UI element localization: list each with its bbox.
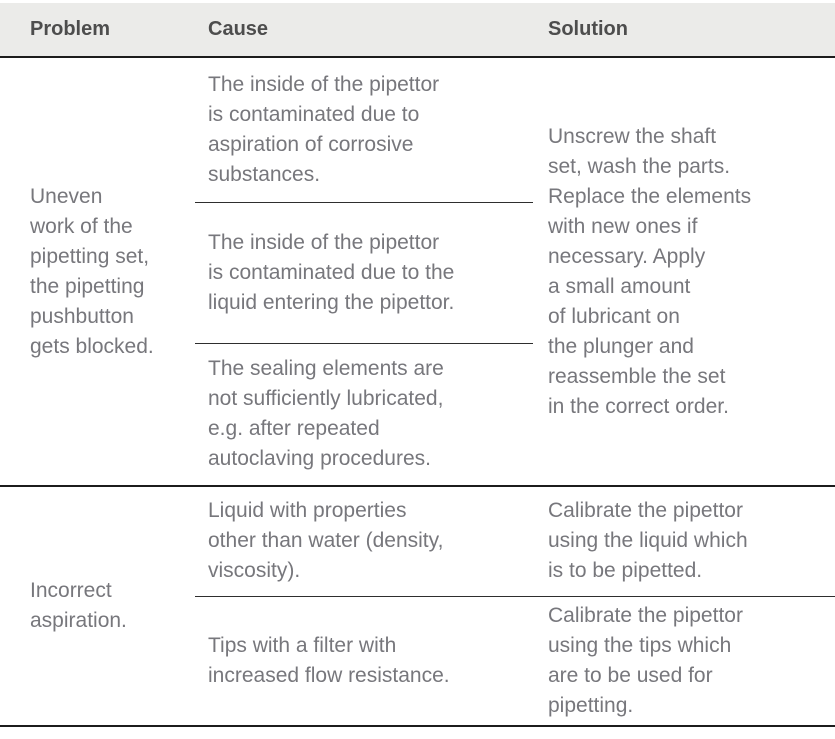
column-header-cause: Cause xyxy=(195,3,533,58)
cause-cell: The inside of the pipettor is contaminat… xyxy=(195,202,533,344)
solution-cell: Calibrate the pipettor using the liquid … xyxy=(533,486,835,597)
problem-cell: Incorrect aspiration. xyxy=(30,579,127,632)
table-row: The inside of the pipettor is contaminat… xyxy=(0,202,835,344)
cause-cell: Liquid with properties other than water … xyxy=(195,486,533,597)
column-header-solution: Solution xyxy=(533,3,835,58)
table-row: Incorrect aspiration. Liquid with proper… xyxy=(0,486,835,632)
problem-cell: Uneven work of the pipetting set, the pi… xyxy=(30,184,154,358)
cause-cell: Tips with a filter with increased flow r… xyxy=(208,633,450,687)
solution-cell: Calibrate the pipettor using the tips wh… xyxy=(548,603,743,717)
cause-cell: The sealing elements are not sufficientl… xyxy=(208,357,444,471)
table-header-row: Problem Cause Solution xyxy=(0,3,835,58)
solution-cell: Unscrew the shaft set, wash the parts. R… xyxy=(548,124,752,418)
table-row: Tips with a filter with increased flow r… xyxy=(0,596,835,726)
section-uneven-work: Uneven work of the pipetting set, the pi… xyxy=(0,57,835,486)
table-row: The sealing elements are not sufficientl… xyxy=(0,343,835,486)
section-incorrect-aspiration: Incorrect aspiration. Liquid with proper… xyxy=(0,486,835,726)
troubleshooting-table: Problem Cause Solution Uneven work of th… xyxy=(0,3,835,727)
column-header-problem: Problem xyxy=(0,3,195,58)
table-row: Uneven work of the pipetting set, the pi… xyxy=(0,57,835,418)
cause-cell: The inside of the pipettor is contaminat… xyxy=(195,57,533,203)
